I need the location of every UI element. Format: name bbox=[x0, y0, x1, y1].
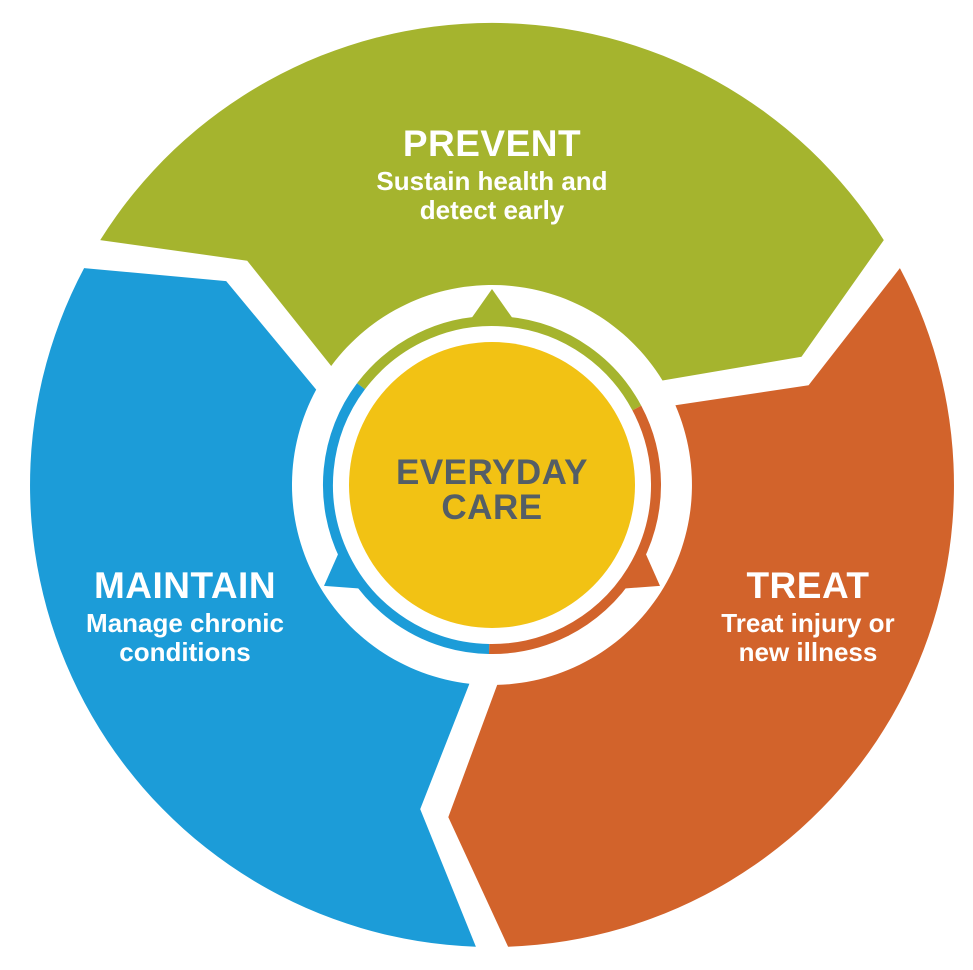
prevent-text-block: PREVENT Sustain health and detect early bbox=[242, 124, 742, 225]
maintain-description-line2: conditions bbox=[119, 637, 251, 667]
center-text-block: EVERYDAY CARE bbox=[342, 455, 642, 525]
prevent-description-line1: Sustain health and bbox=[376, 166, 608, 196]
prevent-description-line2: detect early bbox=[419, 195, 565, 225]
treat-description-line1: Treat injury or bbox=[721, 608, 895, 638]
maintain-label: MAINTAIN bbox=[93, 565, 277, 606]
treat-description-line2: new illness bbox=[738, 637, 878, 667]
maintain-segment bbox=[30, 268, 476, 947]
treat-description: Treat injury or new illness bbox=[638, 609, 973, 667]
center-circle bbox=[349, 342, 635, 628]
treat-pointer-triangle-icon bbox=[616, 545, 660, 590]
maintain-description-line1: Manage chronic bbox=[86, 608, 284, 638]
prevent-pointer-triangle-icon bbox=[466, 289, 518, 325]
treat-text-block: TREAT Treat injury or new illness bbox=[638, 566, 973, 667]
maintain-text-block: MAINTAIN Manage chronic conditions bbox=[15, 566, 355, 667]
center-label-line1: EVERYDAY bbox=[395, 453, 589, 492]
prevent-label: PREVENT bbox=[402, 123, 582, 164]
prevent-description: Sustain health and detect early bbox=[242, 167, 742, 225]
treat-label: TREAT bbox=[746, 565, 870, 606]
center-label-line2: CARE bbox=[441, 488, 543, 527]
treat-segment bbox=[448, 268, 954, 947]
maintain-description: Manage chronic conditions bbox=[15, 609, 355, 667]
prevent-segment bbox=[100, 22, 884, 381]
maintain-pointer-triangle-icon bbox=[324, 545, 368, 590]
